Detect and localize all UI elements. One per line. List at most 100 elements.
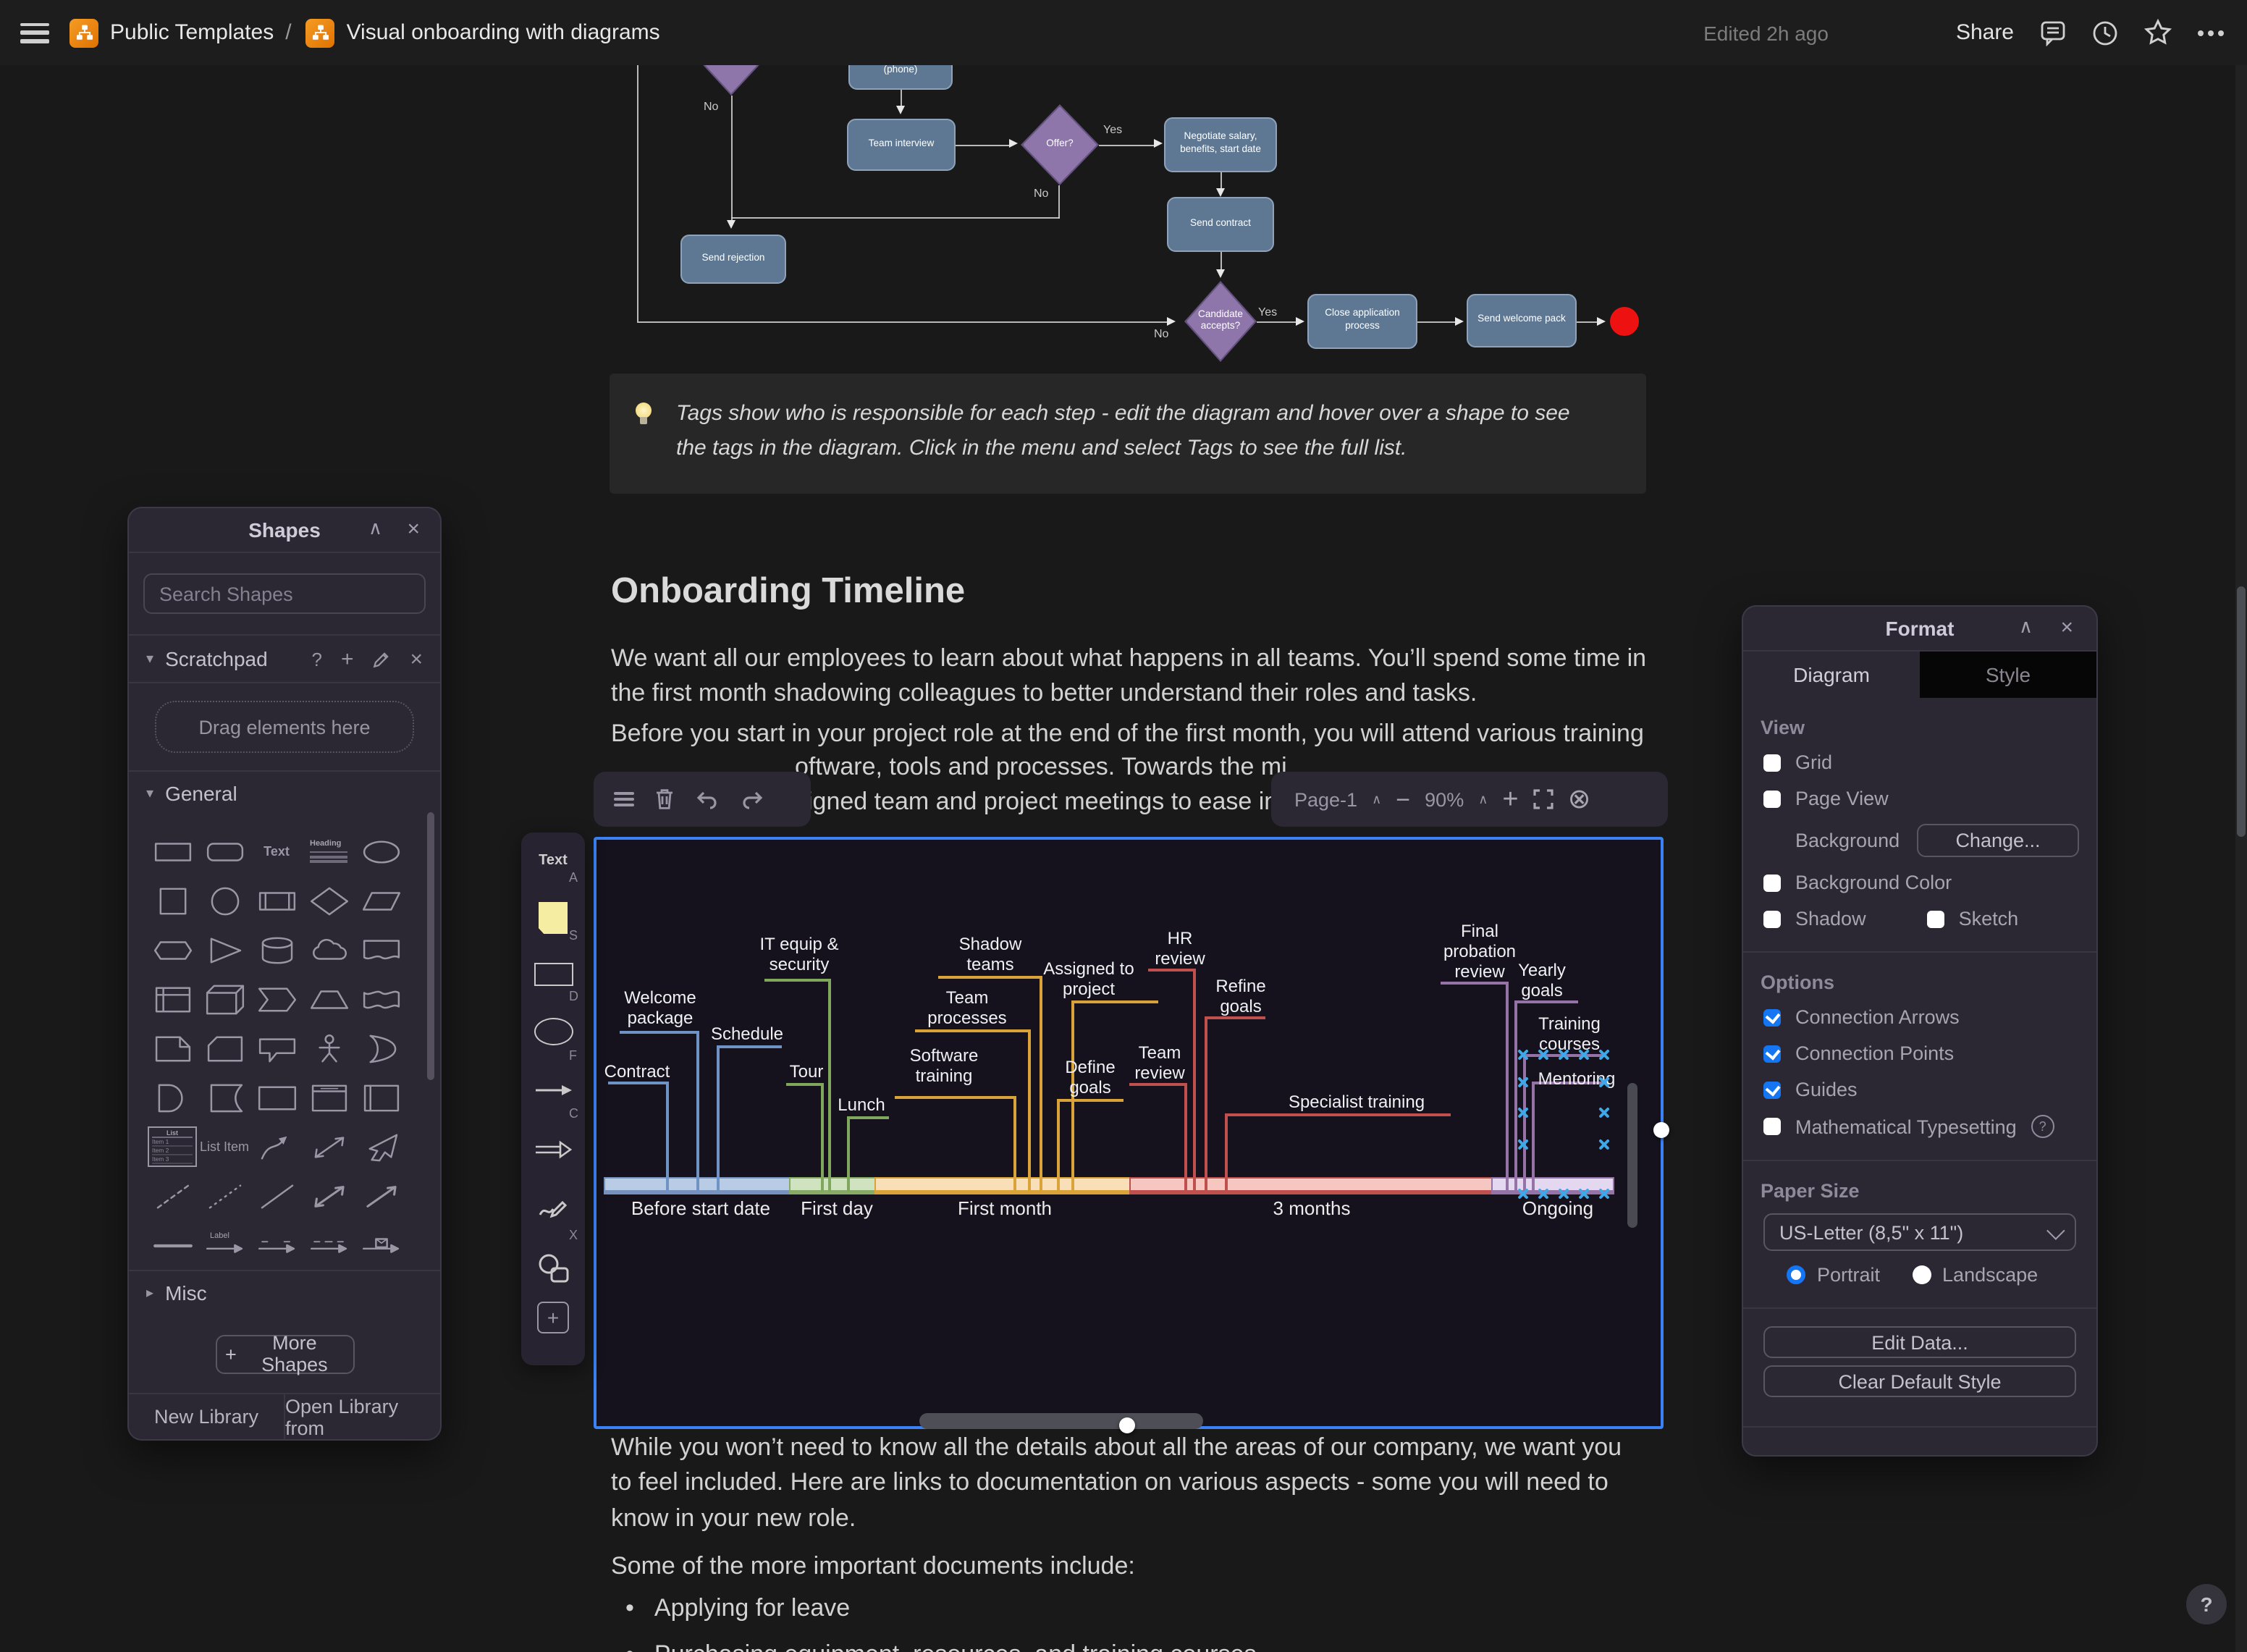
edge-endpoint-handle-icon[interactable]: [1598, 1187, 1611, 1200]
shape-tape-icon[interactable]: [355, 974, 407, 1024]
scratchpad-help-icon[interactable]: ?: [311, 648, 322, 670]
help-icon[interactable]: ?: [2031, 1115, 2054, 1138]
clear-default-style-button[interactable]: Clear Default Style: [1763, 1365, 2076, 1397]
shape-cloud-icon[interactable]: [303, 925, 355, 974]
shape-rectangle-icon[interactable]: [146, 827, 198, 876]
shape-cylinder-icon[interactable]: [250, 925, 303, 974]
redo-icon[interactable]: [740, 789, 764, 809]
palette-rectangle-tool[interactable]: [521, 963, 585, 986]
change-background-button[interactable]: Change...: [1917, 824, 2079, 857]
shape-hexagon-icon[interactable]: [146, 925, 198, 974]
shape-dotted-line-icon[interactable]: [198, 1171, 250, 1221]
shape-mail-edge-icon[interactable]: [355, 1221, 407, 1270]
scratchpad-drop-area[interactable]: Drag elements here: [129, 682, 440, 770]
edge-endpoint-handle-icon[interactable]: [1598, 1105, 1611, 1118]
search-input[interactable]: [156, 581, 418, 606]
shape-ellipse-icon[interactable]: [355, 827, 407, 876]
shape-callout-icon[interactable]: [250, 1024, 303, 1073]
page-view-checkbox[interactable]: [1763, 790, 1781, 807]
edit-data-button[interactable]: Edit Data...: [1763, 1326, 2076, 1358]
palette-shapes-tool[interactable]: [521, 1252, 585, 1284]
fullscreen-icon[interactable]: [1533, 789, 1553, 809]
edge-endpoint-handle-icon[interactable]: [1598, 1137, 1611, 1150]
shape-process-icon[interactable]: [250, 876, 303, 925]
shape-link-edge-icon[interactable]: [250, 1221, 303, 1270]
diagram-vertical-scrollbar[interactable]: [1627, 1083, 1637, 1228]
shape-cube-icon[interactable]: [198, 974, 250, 1024]
selection-handle-right[interactable]: [1653, 1122, 1669, 1138]
shape-square-icon[interactable]: [146, 876, 198, 925]
shape-actor-icon[interactable]: [303, 1024, 355, 1073]
selected-diagram[interactable]: [594, 837, 1664, 1429]
scratchpad-edit-icon[interactable]: [372, 649, 391, 668]
selection-handle-bottom[interactable]: [1119, 1417, 1135, 1433]
edge-endpoint-handle-icon[interactable]: [1517, 1075, 1530, 1088]
shape-text-icon[interactable]: Text: [264, 844, 290, 859]
shape-heading-icon[interactable]: Heading: [303, 827, 355, 876]
comments-icon[interactable]: [2040, 20, 2066, 46]
timeline-segment-first-month[interactable]: [874, 1177, 1132, 1194]
palette-note-tool[interactable]: [521, 902, 585, 934]
flowchart-end-node[interactable]: [1610, 307, 1639, 336]
math-typesetting-checkbox[interactable]: [1763, 1118, 1781, 1135]
connection-points-checkbox[interactable]: [1763, 1045, 1781, 1062]
zoom-out-button[interactable]: −: [1396, 785, 1411, 813]
shadow-checkbox[interactable]: [1763, 910, 1781, 927]
page-scrollbar[interactable]: [2235, 65, 2247, 1652]
zoom-level[interactable]: 90%: [1425, 788, 1464, 810]
shape-vertical-container-icon[interactable]: [303, 1073, 355, 1122]
misc-section[interactable]: ▸ Misc: [129, 1270, 440, 1315]
flowchart-node-candidate-accepts[interactable]: Candidate accepts?: [1184, 281, 1257, 362]
more-shapes-button[interactable]: + More Shapes: [215, 1332, 354, 1375]
shape-dashed-line-icon[interactable]: [146, 1171, 198, 1221]
shape-internal-storage-icon[interactable]: [146, 974, 198, 1024]
flowchart-node-negotiate[interactable]: Negotiate salary, benefits, start date: [1164, 117, 1277, 172]
shape-circle-icon[interactable]: [198, 876, 250, 925]
page-selector[interactable]: Page-1: [1294, 788, 1358, 810]
edge-endpoint-handle-icon[interactable]: [1598, 1048, 1611, 1061]
shape-line-icon[interactable]: [250, 1171, 303, 1221]
shape-annotated-edge-icon[interactable]: [303, 1221, 355, 1270]
flowchart-node-send-welcome[interactable]: Send welcome pack: [1467, 294, 1577, 347]
more-menu-icon[interactable]: [2198, 30, 2224, 35]
shape-triangle-icon[interactable]: [198, 925, 250, 974]
edge-endpoint-handle-icon[interactable]: [1577, 1187, 1590, 1200]
shape-double-arrow-icon[interactable]: [303, 1171, 355, 1221]
shape-container-icon[interactable]: [250, 1073, 303, 1122]
scratchpad-close-icon[interactable]: ×: [410, 646, 423, 671]
palette-double-arrow-tool[interactable]: [521, 1139, 585, 1160]
tab-diagram[interactable]: Diagram: [1793, 663, 1870, 686]
hamburger-menu-icon[interactable]: [20, 22, 49, 43]
close-viewer-icon[interactable]: ⊗: [1567, 784, 1591, 814]
shape-list-item-icon[interactable]: List Item: [199, 1139, 249, 1154]
zoom-in-button[interactable]: +: [1502, 784, 1519, 814]
zoom-caret-icon[interactable]: ∧: [1478, 791, 1488, 806]
portrait-radio[interactable]: [1787, 1265, 1805, 1284]
shape-card-icon[interactable]: [198, 1024, 250, 1073]
shape-parallelogram-icon[interactable]: [355, 876, 407, 925]
landscape-radio[interactable]: [1912, 1265, 1931, 1284]
shape-pointer-arrow-icon[interactable]: [355, 1122, 407, 1171]
shapes-panel-scrollbar[interactable]: [427, 812, 434, 1080]
shape-and-icon[interactable]: [146, 1073, 198, 1122]
edge-endpoint-handle-icon[interactable]: [1557, 1187, 1570, 1200]
palette-ellipse-tool[interactable]: [521, 1018, 585, 1045]
tab-style[interactable]: Style: [1920, 652, 2096, 698]
edge-endpoint-handle-icon[interactable]: [1517, 1187, 1530, 1200]
edge-endpoint-handle-icon[interactable]: [1517, 1105, 1530, 1118]
menu-icon[interactable]: [614, 792, 634, 806]
edge-endpoint-handle-icon[interactable]: [1517, 1048, 1530, 1061]
shape-curved-arrow-icon[interactable]: [250, 1122, 303, 1171]
collapse-icon[interactable]: ∧: [2018, 615, 2033, 637]
timeline-segment-ongoing[interactable]: [1491, 1177, 1614, 1194]
diagram-horizontal-scrollbar[interactable]: [919, 1413, 1203, 1429]
favorite-star-icon[interactable]: [2144, 19, 2172, 46]
palette-freehand-tool[interactable]: [521, 1192, 585, 1223]
page-scrollbar-thumb[interactable]: [2237, 586, 2246, 837]
shape-horizontal-line-icon[interactable]: [146, 1221, 198, 1270]
close-icon[interactable]: ×: [407, 517, 420, 541]
palette-arrow-tool[interactable]: [521, 1082, 585, 1099]
palette-text-tool[interactable]: Text: [539, 853, 568, 869]
undo-icon[interactable]: [695, 789, 720, 809]
shape-step-icon[interactable]: [250, 974, 303, 1024]
